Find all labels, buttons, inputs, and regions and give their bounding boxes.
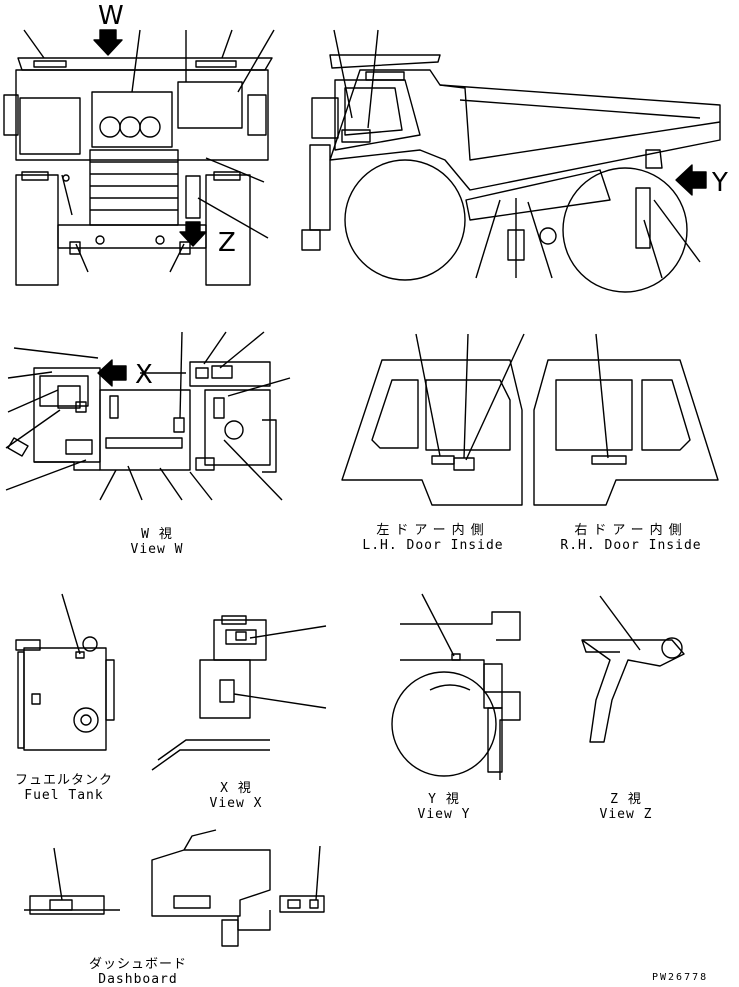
caption-lh-door-en: L.H. Door Inside [362,538,504,553]
view-x-drawing [152,616,326,770]
caption-view-z: Z 視 View Z [586,792,666,822]
caption-view-w: W 視 View W [112,527,202,557]
caption-fuel-tank-jp: フュエルタンク [14,773,113,788]
caption-rh-door-en: R.H. Door Inside [560,538,702,553]
caption-view-x-jp: X 視 [220,781,252,796]
caption-view-w-en: View W [130,542,184,557]
view-z-drawing [582,596,684,742]
caption-fuel-tank: フュエルタンク Fuel Tank [4,773,124,803]
view-w-drawing [6,332,290,500]
caption-view-z-jp: Z 視 [610,792,642,807]
truck-side-view [302,30,720,292]
caption-rh-door: 右ドアー内側 R.H. Door Inside [556,523,706,553]
caption-view-y-en: View Y [417,807,471,822]
truck-front-view [4,30,274,285]
caption-rh-door-jp: 右ドアー内側 [574,523,688,538]
dashboard-drawing [24,830,324,946]
caption-lh-door: 左ドアー内側 L.H. Door Inside [358,523,508,553]
rh-door-drawing [534,334,718,505]
caption-lh-door-jp: 左ドアー内側 [376,523,490,538]
caption-fuel-tank-en: Fuel Tank [24,788,104,803]
marker-z: Z [218,228,236,258]
caption-view-x: X 視 View X [196,781,276,811]
fuel-tank-drawing [16,594,114,750]
caption-dashboard-en: Dashboard [98,972,178,987]
marker-w: W [98,1,124,31]
drawing-number: PW26778 [652,972,709,983]
caption-view-y-jp: Y 視 [428,792,460,807]
lh-door-drawing [342,334,524,505]
caption-dashboard: ダッシュボード Dashboard [78,957,198,987]
caption-view-z-en: View Z [599,807,653,822]
caption-view-w-jp: W 視 [141,527,173,542]
caption-view-x-en: View X [209,796,263,811]
caption-view-y: Y 視 View Y [404,792,484,822]
view-y-drawing [392,594,520,780]
marker-x: X [135,360,153,390]
caption-dashboard-jp: ダッシュボード [88,957,187,972]
marker-y: Y [712,168,728,198]
